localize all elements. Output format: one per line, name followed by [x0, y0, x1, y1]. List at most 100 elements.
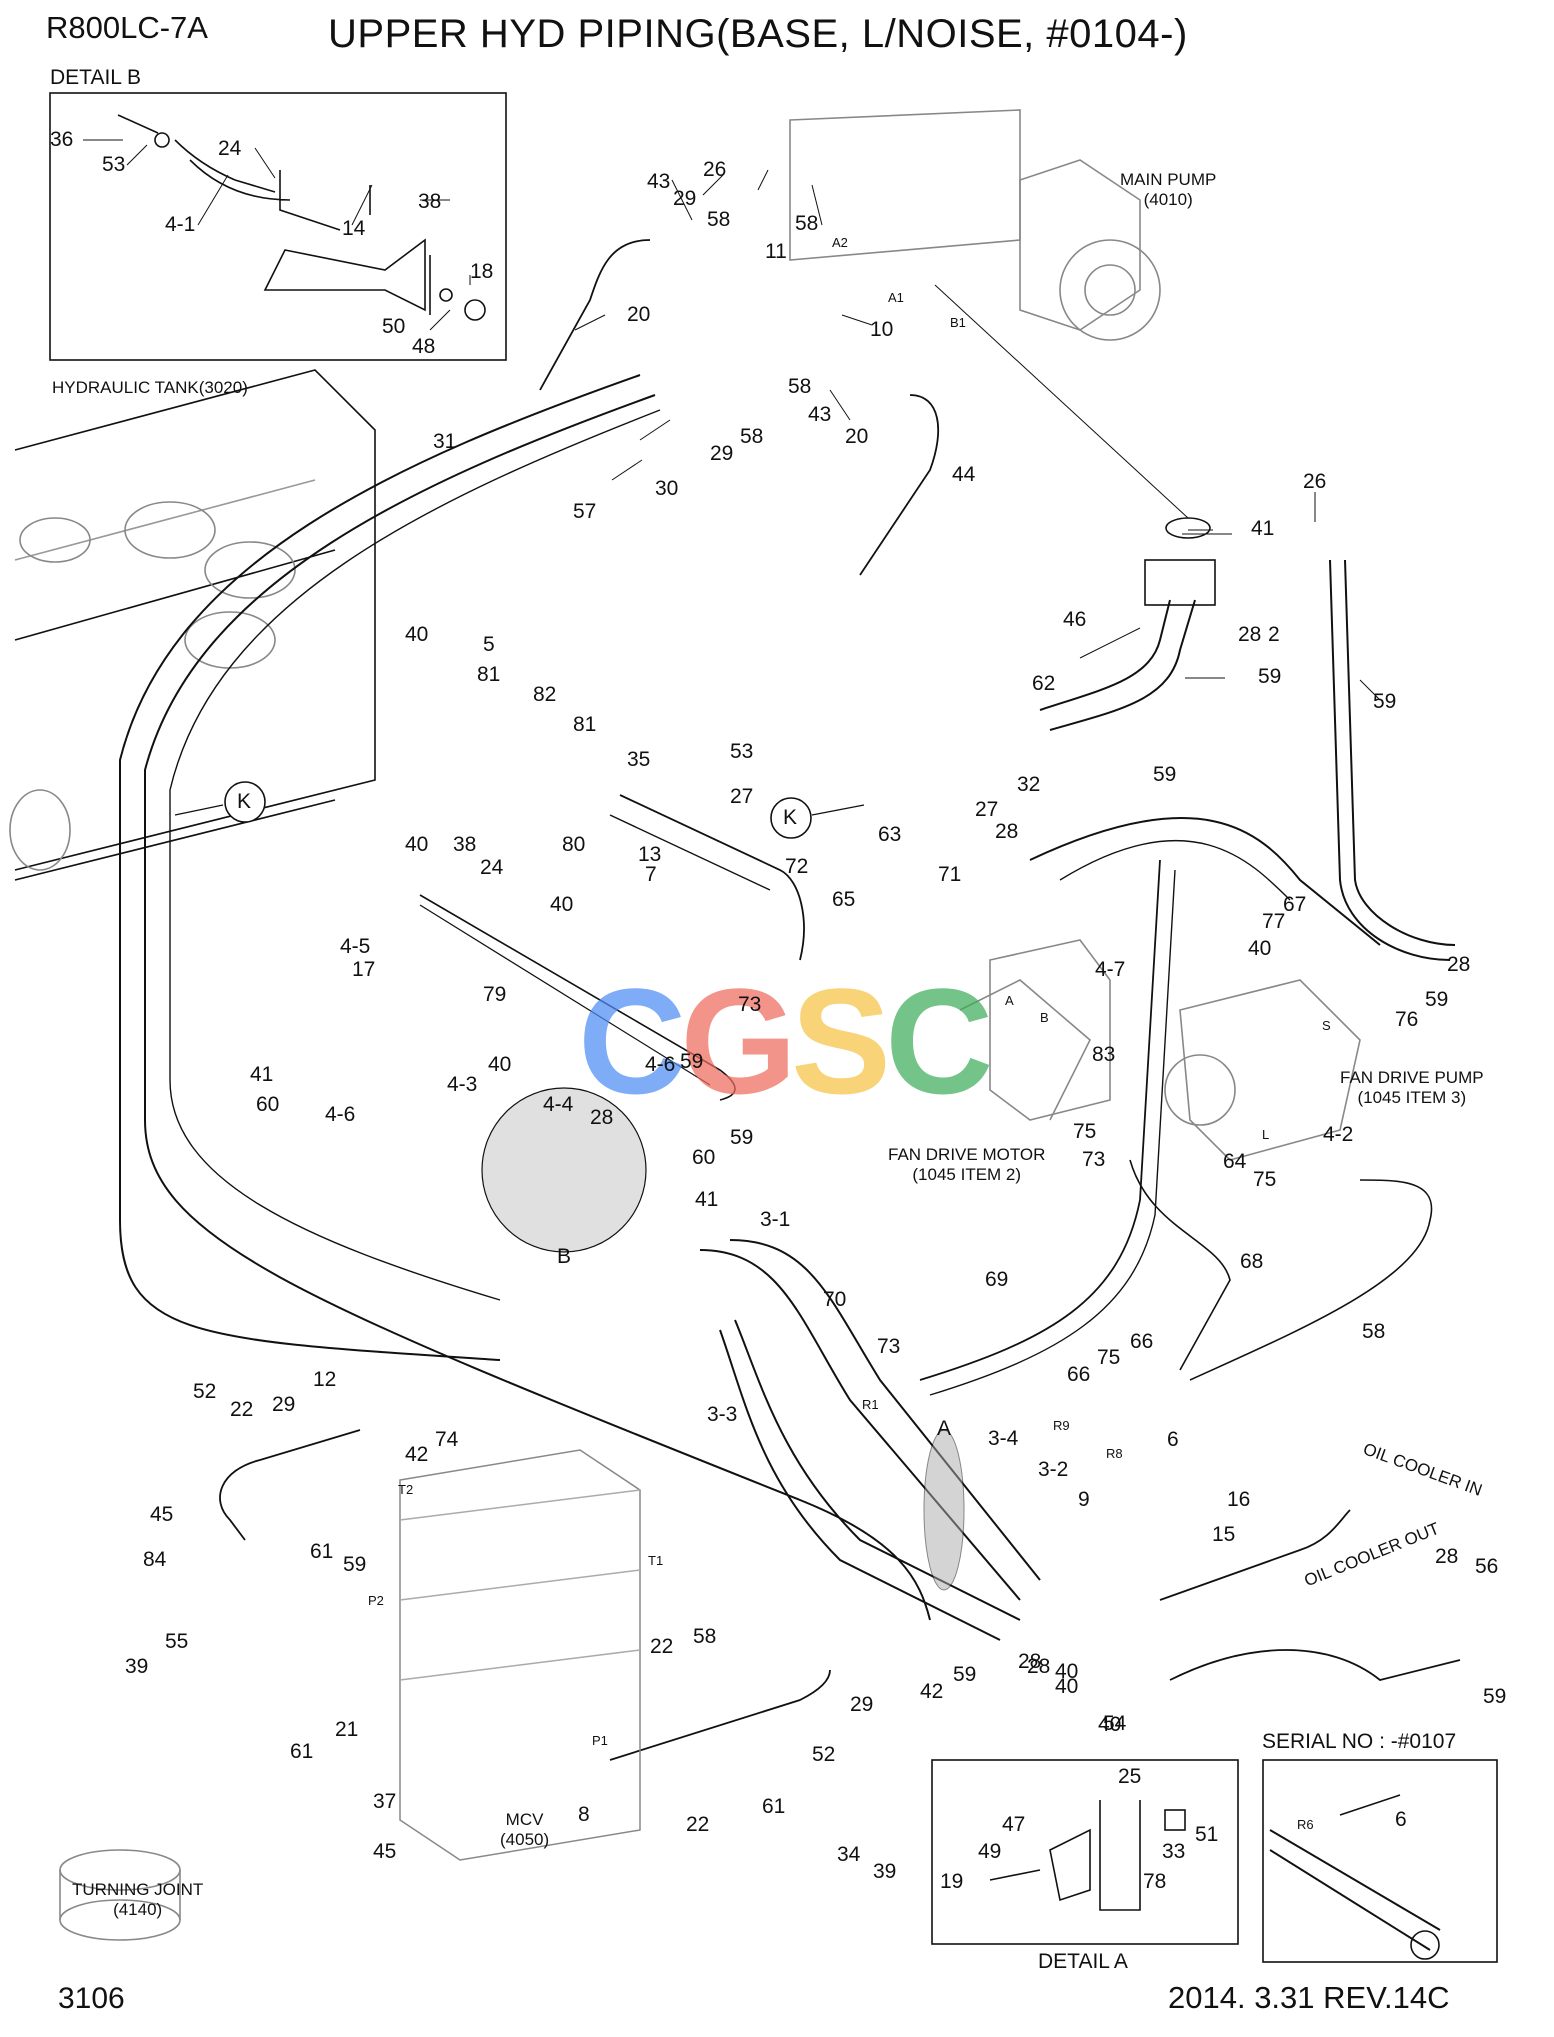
callout-number: 18 — [470, 260, 494, 283]
serial-box-frame — [1262, 1759, 1498, 1963]
callout-number: 66 — [1130, 1330, 1154, 1353]
main-pump-label: MAIN PUMP (4010) — [1120, 170, 1216, 210]
callout-number: 81 — [477, 663, 501, 686]
callout-number: 9 — [1078, 1488, 1090, 1511]
callout-number: 71 — [938, 863, 962, 886]
hydraulic-tank-label: HYDRAULIC TANK(3020) — [52, 378, 248, 397]
callout-number: 19 — [940, 1870, 964, 1893]
callout-number: 34 — [837, 1843, 861, 1866]
port-label: R1 — [862, 1397, 879, 1412]
callout-number: 4-6 — [645, 1053, 676, 1076]
callout-number: 55 — [165, 1630, 189, 1653]
callout-number: 47 — [1002, 1813, 1026, 1836]
mcv-label: MCV (4050) — [500, 1810, 549, 1850]
callout-number: 6 — [1167, 1428, 1179, 1451]
model-number: R800LC-7A — [46, 10, 208, 45]
callout-number: 59 — [680, 1050, 704, 1073]
callout-number: 72 — [785, 855, 809, 878]
callout-number: 38 — [453, 833, 477, 856]
fan-drive-pump-name: FAN DRIVE PUMP — [1340, 1068, 1484, 1087]
revision-date: 2014. 3.31 REV.14C — [1168, 1980, 1450, 2015]
fan-drive-motor-name: FAN DRIVE MOTOR — [888, 1145, 1046, 1164]
callout-number: 4-4 — [543, 1093, 574, 1116]
callout-number: 73 — [877, 1335, 901, 1358]
port-label: A2 — [832, 235, 848, 250]
callout-number: 61 — [310, 1540, 334, 1563]
callout-number: 4-5 — [340, 935, 371, 958]
callout-number: 28 — [1018, 1650, 1042, 1673]
fan-drive-motor-label: FAN DRIVE MOTOR (1045 ITEM 2) — [888, 1145, 1045, 1185]
callout-number: 29 — [850, 1693, 874, 1716]
port-label: A — [1005, 993, 1014, 1008]
callout-number: 4-6 — [325, 1103, 356, 1126]
callout-number: 59 — [1258, 665, 1282, 688]
callout-number: 40 — [1248, 937, 1272, 960]
callout-number: 28 — [1238, 623, 1262, 646]
callout-number: 2 — [1268, 623, 1280, 646]
callout-number: 64 — [1223, 1150, 1247, 1173]
callout-number: 26 — [703, 158, 727, 181]
callout-number: 38 — [418, 190, 442, 213]
callout-number: 63 — [878, 823, 902, 846]
callout-number: 28 — [590, 1106, 614, 1129]
view-marker-b: B — [557, 1245, 572, 1268]
callout-number: 58 — [740, 425, 764, 448]
callout-number: 40 — [405, 623, 429, 646]
callout-number: 35 — [627, 748, 651, 771]
callout-number: 41 — [250, 1063, 274, 1086]
port-label: P2 — [368, 1593, 384, 1608]
callout-number: 83 — [1092, 1043, 1116, 1066]
callout-number: 59 — [343, 1553, 367, 1576]
callout-number: 69 — [985, 1268, 1009, 1291]
turning-joint-name: TURNING JOINT — [72, 1880, 204, 1899]
callout-number: 14 — [342, 217, 366, 240]
callout-number: 15 — [1212, 1523, 1236, 1546]
callout-number: 12 — [313, 1368, 337, 1391]
callout-number: 45 — [150, 1503, 174, 1526]
callout-number: 22 — [686, 1813, 710, 1836]
port-label: R8 — [1106, 1446, 1123, 1461]
mcv-code: (4050) — [500, 1830, 550, 1849]
view-marker-k-right: K — [783, 806, 798, 829]
callout-number: 42 — [405, 1443, 429, 1466]
turning-joint-label: TURNING JOINT (4140) — [72, 1880, 203, 1920]
detail-b-label: DETAIL B — [50, 66, 142, 89]
view-marker-a: A — [937, 1417, 952, 1440]
callout-number: 39 — [125, 1655, 149, 1678]
callout-number: 42 — [920, 1680, 944, 1703]
detail-a-label: DETAIL A — [1038, 1950, 1128, 1973]
watermark-letter-g: G — [680, 957, 797, 1125]
callout-number: 59 — [1373, 690, 1397, 713]
callout-number: 20 — [627, 303, 651, 326]
callout-number: 76 — [1395, 1008, 1419, 1031]
callout-number: 43 — [647, 170, 671, 193]
callout-number: 16 — [1227, 1488, 1251, 1511]
callout-number: 74 — [435, 1428, 459, 1451]
callout-number: 53 — [102, 153, 126, 176]
callout-number: 60 — [256, 1093, 280, 1116]
callout-number: 7 — [645, 863, 657, 886]
port-label: A1 — [888, 290, 904, 305]
callout-number: 30 — [655, 477, 679, 500]
callout-number: 28 — [1447, 953, 1471, 976]
callout-number: 10 — [870, 318, 894, 341]
callout-number: 73 — [1082, 1148, 1106, 1171]
callout-number: 32 — [1017, 773, 1041, 796]
detail-b-frame — [49, 92, 507, 361]
callout-number: 79 — [483, 983, 507, 1006]
callout-number: 3-2 — [1038, 1458, 1069, 1481]
callout-number: 11 — [765, 240, 787, 263]
callout-number: 4-2 — [1323, 1123, 1354, 1146]
port-label: B1 — [950, 315, 966, 330]
callout-number: 75 — [1253, 1168, 1277, 1191]
callout-number: 48 — [412, 335, 436, 358]
flange-2 — [1144, 559, 1216, 606]
callout-number: 41 — [695, 1188, 719, 1211]
watermark-letter-s: S — [791, 957, 891, 1125]
callout-number: 43 — [808, 403, 832, 426]
callout-number: 60 — [692, 1146, 716, 1169]
callout-number: 45 — [373, 1840, 397, 1863]
callout-number: 40 — [1098, 1713, 1122, 1736]
